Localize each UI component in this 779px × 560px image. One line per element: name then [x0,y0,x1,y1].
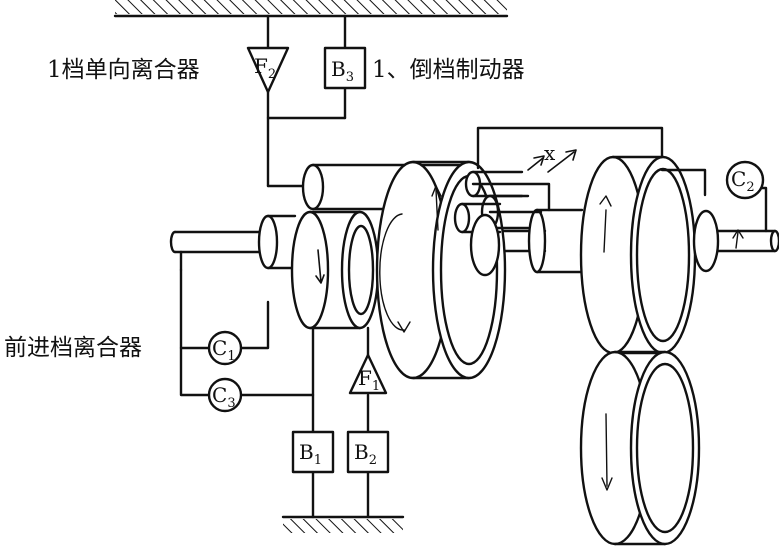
f1-one-way-clutch-symbol [348,353,388,395]
f2-label: F2 [254,54,276,82]
x-mark-label: x [544,141,556,165]
b2-brake-box [346,430,390,474]
f2-one-way-clutch-symbol [246,46,290,94]
clutch-drum [290,210,380,330]
output-gear [579,155,744,355]
input-shaft [169,230,264,254]
b3-brake-box [323,46,367,90]
f1-label: F1 [358,366,380,394]
forward-clutch-label: 前进档离合器 [4,335,142,361]
planet-gears [453,170,551,277]
ring-gear [375,160,507,380]
first-gear-one-way-clutch-label: 1档单向离合器 [47,57,200,83]
b2-label: B2 [354,440,377,468]
c3-label: C3 [212,383,236,411]
top-links [266,14,347,188]
top-ground [113,0,509,18]
b1-brake-box [291,430,335,474]
bottom-links [291,326,390,519]
b3-label: B3 [331,57,354,85]
c1-label: C1 [212,336,236,364]
c1-circle [207,330,243,366]
c2-links [660,160,768,233]
idler-gear [579,350,701,546]
bottom-ground [281,515,405,533]
b1-label: B1 [299,440,322,468]
first-reverse-brake-label: 1、倒档制动器 [372,57,525,83]
c2-label: C2 [731,167,755,195]
carrier-frame [476,126,664,173]
input-hub [257,214,297,270]
c3-circle [207,377,243,413]
left-links [179,250,315,413]
